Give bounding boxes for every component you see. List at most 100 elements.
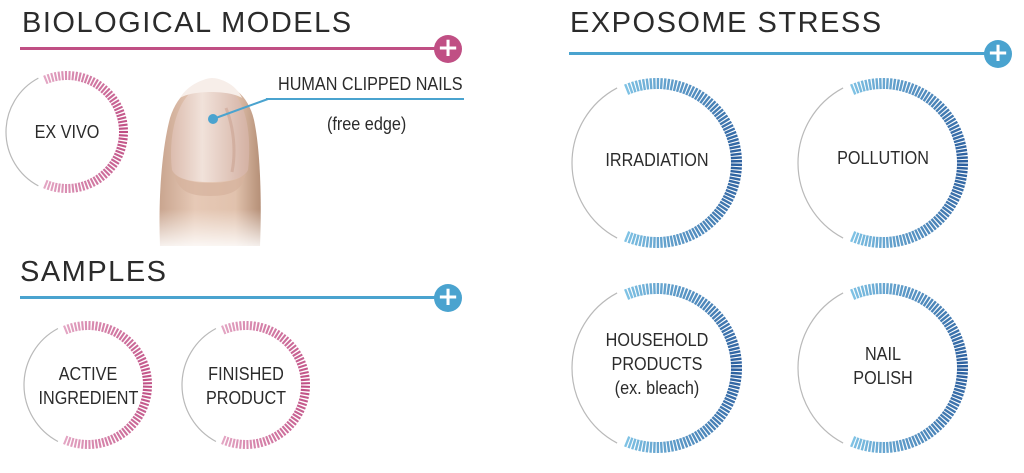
dial-tick [231, 438, 236, 448]
dial-tick [935, 308, 945, 318]
dial-tick [892, 78, 897, 90]
dial-tick [649, 236, 653, 248]
dial-tick [293, 410, 303, 417]
dial-tick [672, 234, 678, 247]
dial-tick [299, 395, 309, 400]
dial-tick [631, 438, 637, 450]
dial-tick [115, 329, 123, 339]
dial-tick [935, 103, 945, 113]
dial-tick [721, 197, 732, 206]
dial-arc [181, 327, 217, 443]
dial-tick [100, 170, 108, 179]
dial-tick [102, 168, 111, 177]
dial-tick [53, 72, 58, 82]
finished-product-label: FINISHED PRODUCT [197, 362, 296, 410]
dial-tick [895, 440, 900, 452]
exposome-stress-plus-icon[interactable]: + [984, 40, 1012, 68]
dial-tick [709, 213, 719, 223]
dial-tick [104, 436, 109, 447]
dial-tick [95, 80, 102, 90]
dial-tick [901, 438, 908, 451]
biological-models-plus-icon[interactable]: + [434, 35, 462, 63]
dial-arc [571, 87, 618, 239]
dial-tick [722, 329, 734, 337]
active-ingredient-line-1: ACTIVE [58, 364, 118, 384]
dial-tick [300, 374, 310, 379]
dial-tick [951, 393, 963, 401]
dial-tick [624, 83, 631, 95]
dial-tick [717, 319, 729, 328]
dial-tick [281, 425, 290, 434]
dial-tick [857, 286, 863, 298]
dial-tick [228, 437, 233, 448]
dial-tick [850, 231, 857, 243]
dial-tick [867, 235, 873, 248]
dial-tick [300, 378, 310, 382]
dial-tick [110, 326, 116, 336]
dial-tick [704, 218, 714, 229]
dial-tick [675, 233, 682, 246]
dial-tick [719, 405, 731, 414]
dial-tick [950, 191, 962, 199]
dial-tick [928, 425, 937, 436]
dial-arc [571, 292, 618, 444]
biological-models-title: BIOLOGICAL MODELS [22, 7, 353, 39]
dial-tick [97, 438, 102, 448]
dial-tick [89, 77, 96, 87]
dial-tick [729, 148, 742, 153]
dial-tick [61, 183, 64, 193]
dial-tick [953, 342, 965, 349]
dial-tick [638, 440, 643, 452]
dial-tick [935, 213, 945, 223]
dial-tick [933, 305, 943, 316]
dial-tick [645, 441, 650, 453]
dial-tick [239, 321, 242, 331]
dial-tick [118, 134, 128, 137]
dial-tick [696, 429, 705, 440]
dial-tick [624, 288, 631, 300]
dial-tick [693, 89, 702, 101]
dial-tick [83, 180, 89, 190]
dial-tick [950, 332, 962, 340]
dial-tick [688, 229, 696, 241]
dial-tick [641, 440, 647, 453]
dial-tick [231, 322, 236, 332]
nail-callout-title: HUMAN CLIPPED NAILS [278, 74, 463, 94]
dial-tick [937, 310, 948, 320]
dial-tick [928, 220, 937, 231]
dial-tick [295, 407, 305, 414]
dial-tick [726, 390, 738, 397]
dial-tick [867, 78, 873, 91]
dial-tick [867, 440, 873, 453]
dial-tick [850, 436, 857, 448]
dial-tick [729, 176, 741, 181]
dial-arc [797, 292, 844, 444]
dial-tick [898, 284, 904, 297]
dial-tick [293, 353, 303, 360]
dial-tick [729, 378, 742, 383]
dial-tick [300, 391, 310, 396]
dial-tick [699, 298, 708, 309]
dial-tick [911, 435, 918, 447]
dial-tick [679, 286, 685, 299]
dial-tick [721, 402, 732, 411]
dial-tick [627, 82, 634, 94]
dial-tick [707, 420, 717, 431]
samples-plus-icon[interactable]: + [434, 284, 462, 312]
dial-tick [126, 338, 134, 347]
dial-tick [728, 346, 740, 352]
dial-tick [889, 283, 893, 295]
dial-tick [905, 232, 911, 245]
dial-tick [922, 296, 931, 307]
dial-tick [675, 285, 682, 298]
dial-tick [66, 324, 72, 334]
dial-tick [895, 235, 900, 247]
dial-tick [947, 197, 958, 206]
dial-tick [224, 436, 230, 446]
dial-tick [691, 292, 699, 304]
dial-tick [955, 350, 967, 355]
dial-tick [901, 285, 908, 298]
dial-tick [726, 339, 738, 346]
dial-tick [110, 99, 120, 106]
dial-tick [130, 344, 139, 352]
